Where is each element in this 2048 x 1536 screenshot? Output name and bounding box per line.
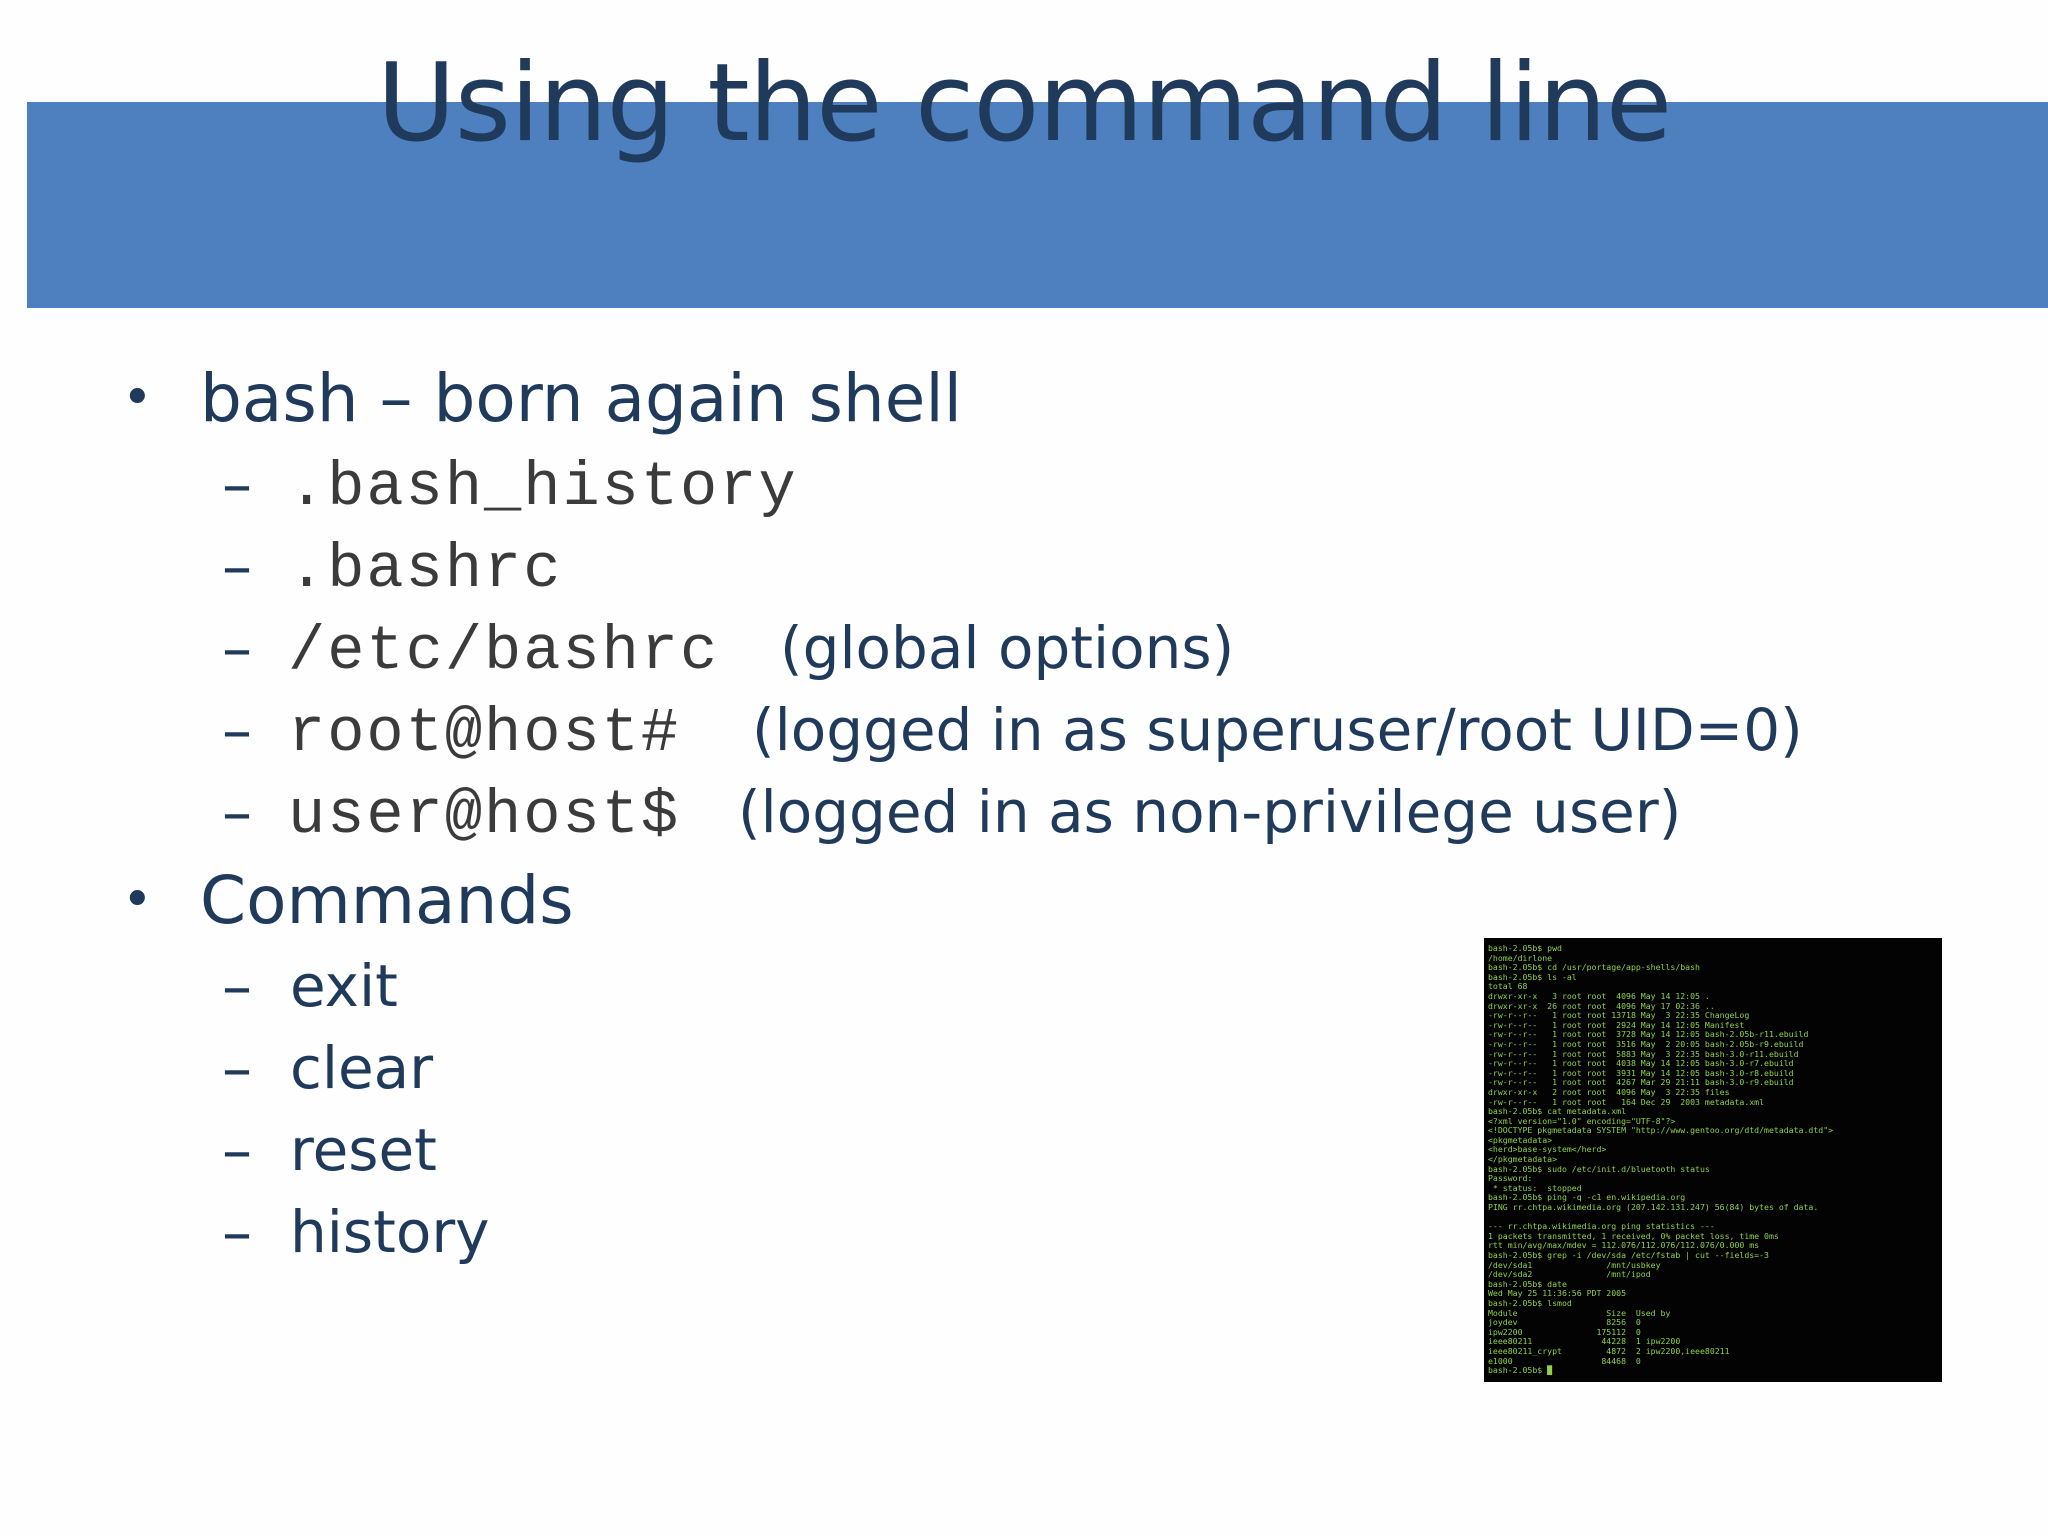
dash-glyph: – <box>222 450 252 520</box>
dash-glyph: – <box>222 614 252 684</box>
terminal-output: bash-2.05b$ pwd /home/dirlone bash-2.05b… <box>1488 943 1834 1376</box>
dash-glyph: – <box>222 952 252 1022</box>
dash-glyph: – <box>222 532 252 602</box>
dash-glyph: – <box>222 696 252 766</box>
command-reset: reset <box>290 1116 437 1184</box>
command-exit: exit <box>290 952 398 1020</box>
terminal-screenshot: bash-2.05b$ pwd /home/dirlone bash-2.05b… <box>1484 938 1942 1382</box>
bullet-commands: Commands <box>200 862 574 939</box>
note-non-privilege: (logged in as non-privilege user) <box>738 778 1682 846</box>
dash-glyph: – <box>222 1034 252 1104</box>
code-etc-bashrc: /etc/bashrc <box>288 616 720 687</box>
title-bar <box>27 102 2048 308</box>
code-user-prompt: user@host$ <box>288 780 681 851</box>
bullet-bash: bash – born again shell <box>200 360 962 437</box>
note-superuser: (logged in as superuser/root UID=0) <box>752 696 1803 764</box>
dash-glyph: – <box>222 1116 252 1186</box>
command-history: history <box>290 1198 490 1266</box>
code-bashrc: .bashrc <box>288 534 563 605</box>
bullet-glyph: • <box>122 368 153 428</box>
dash-glyph: – <box>222 778 252 848</box>
dash-glyph: – <box>222 1198 252 1268</box>
bullet-glyph: • <box>122 870 153 930</box>
command-clear: clear <box>290 1034 434 1102</box>
slide-title: Using the command line <box>376 40 1673 166</box>
code-bash-history: .bash_history <box>288 452 798 523</box>
note-global-options: (global options) <box>780 614 1235 682</box>
code-root-prompt: root@host# <box>288 698 681 769</box>
